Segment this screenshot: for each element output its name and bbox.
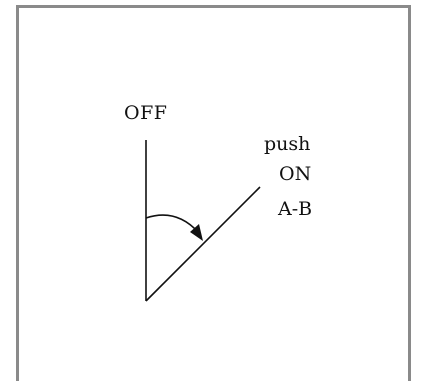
label-a-b: A-B [278,198,313,220]
label-push: push [264,133,311,155]
label-off: OFF [124,102,168,124]
frame-border-left [16,5,19,381]
on-position-line [145,186,261,302]
frame-border-right [408,5,411,381]
rotation-arc [145,214,199,233]
label-on: ON [279,163,312,185]
rotation-arrowhead [190,224,203,241]
frame-border-top [16,5,411,8]
